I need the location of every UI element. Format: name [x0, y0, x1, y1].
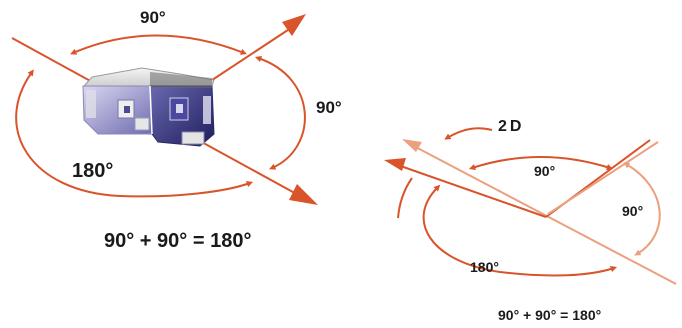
arc-2d [444, 127, 493, 140]
arrowhead-light [402, 139, 422, 152]
arc-180-right-panel [422, 184, 618, 277]
arc-90-top [70, 34, 247, 55]
arrowhead-upper-right [282, 14, 306, 36]
label-180: 180° [72, 160, 113, 182]
arc-180 [15, 69, 254, 198]
laser-line-dark [391, 162, 547, 218]
arc-outer-left [397, 177, 413, 219]
laser-line-diagonal-up [199, 23, 298, 89]
label-2d: 2D [498, 118, 524, 135]
label-90-top: 90° [140, 8, 166, 27]
label-90-right-right-panel: 90° [622, 203, 643, 219]
equation-right: 90° + 90° = 180° [498, 307, 601, 323]
arc-90-right [254, 55, 306, 170]
laser-level-device [82, 67, 215, 147]
label-90-right: 90° [316, 98, 342, 117]
arc-90-top-right-panel [468, 156, 614, 171]
right-panel: 2D 90° 90° 180° 90° + 90° = 180° [384, 118, 677, 323]
label-90-top-right-panel: 90° [534, 163, 555, 179]
equation-left: 90° + 90° = 180° [104, 230, 251, 252]
label-180-right-panel: 180° [470, 259, 499, 275]
arrowhead-lower-right [289, 184, 318, 205]
arc-90-right-right-panel [623, 162, 661, 256]
left-panel: 90° 90° 180° 90° + 90° = 180° [11, 8, 342, 252]
arrowhead-dark [384, 158, 406, 171]
